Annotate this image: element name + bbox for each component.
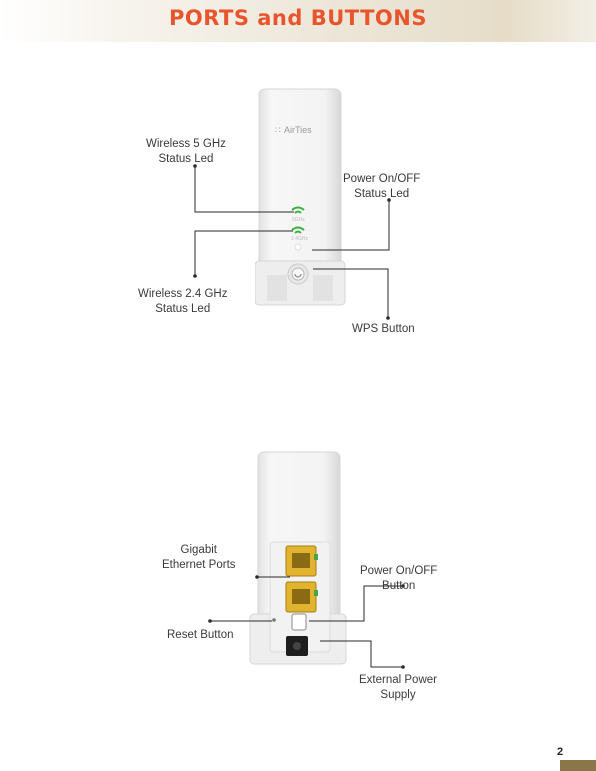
callout-wps-button: WPS Button [352, 322, 415, 337]
callout-power-led: Power On/OFF Status Led [343, 172, 420, 202]
callout-line-2: Status Led [138, 302, 227, 317]
led-5ghz-caption: 5GHz [292, 217, 305, 223]
callout-line-2: Supply [359, 688, 437, 703]
ethernet-port-1-icon [286, 546, 318, 576]
callout-wireless-24ghz: Wireless 2.4 GHz Status Led [138, 287, 227, 317]
page-title: PORTS and BUTTONS [0, 6, 596, 30]
callout-line-1: Wireless 5 GHz [146, 137, 226, 152]
callout-line-1: Gigabit [162, 543, 236, 558]
airties-brand-text: AirTies [284, 125, 312, 135]
power-switch-icon [292, 614, 306, 630]
callout-line-2: Button [360, 579, 437, 594]
callout-line-1: Power On/OFF [343, 172, 420, 187]
svg-text:∷: ∷ [275, 125, 281, 135]
callout-wireless-5ghz: Wireless 5 GHz Status Led [146, 137, 226, 167]
airties-logo: ∷ AirTies [275, 125, 312, 135]
power-led-icon [295, 244, 301, 250]
callout-line-2: Status Led [343, 187, 420, 202]
callout-reset-button: Reset Button [167, 628, 233, 643]
page-number: 2 [557, 746, 563, 758]
callout-line-2: Ethernet Ports [162, 558, 236, 573]
wps-button-icon [288, 264, 308, 284]
callout-line-2: Status Led [146, 152, 226, 167]
led-24ghz-caption: 2.4GHz [291, 236, 308, 242]
callout-line-1: Wireless 2.4 GHz [138, 287, 227, 302]
callout-ethernet-ports: Gigabit Ethernet Ports [162, 543, 236, 573]
callout-line-1: Power On/OFF [360, 564, 437, 579]
device-back-image [248, 450, 348, 666]
dc-jack-icon [286, 636, 308, 656]
corner-accent-tab [560, 760, 596, 771]
callout-line-1: Reset Button [167, 628, 233, 643]
ethernet-port-2-icon [286, 582, 318, 612]
callout-line-1: External Power [359, 673, 437, 688]
callout-external-power: External Power Supply [359, 673, 437, 703]
callout-power-button: Power On/OFF Button [360, 564, 437, 594]
device-front-image: ∷ AirTies 5GHz 2.4GHz [255, 85, 347, 307]
callout-line-1: WPS Button [352, 322, 415, 337]
reset-hole-icon [272, 618, 276, 622]
